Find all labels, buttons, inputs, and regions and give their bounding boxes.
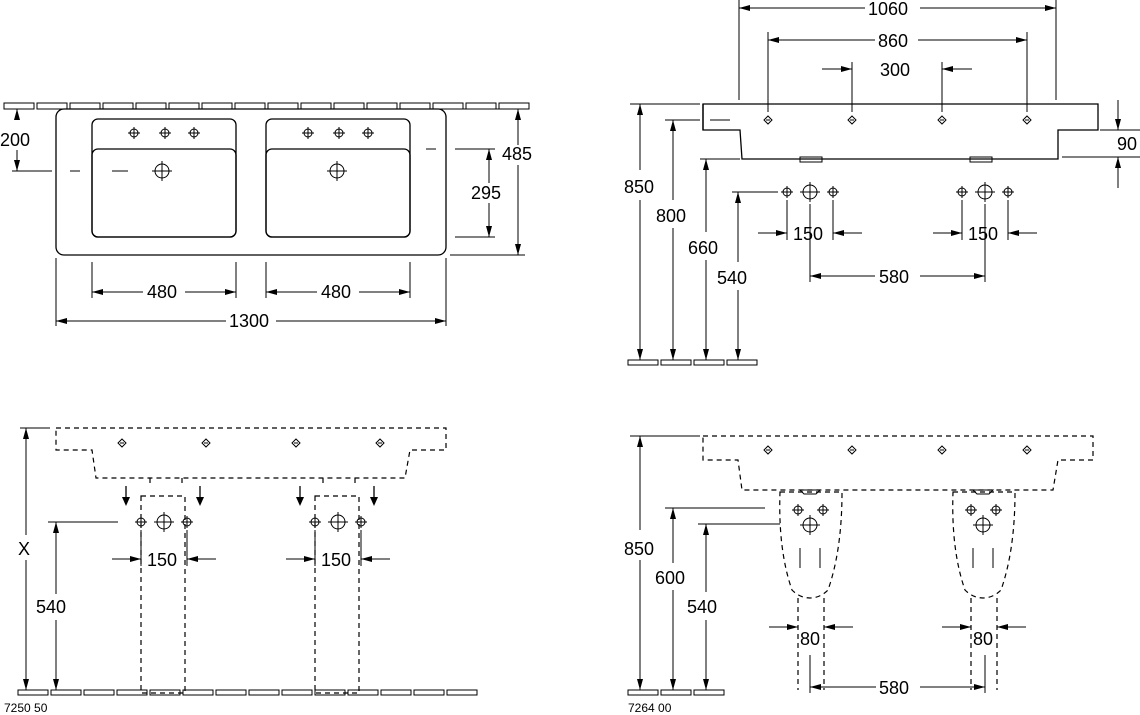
dim-80-left: 80 bbox=[800, 629, 820, 649]
right-bowl bbox=[265, 148, 411, 238]
tap-hole-icon bbox=[158, 126, 172, 140]
basin-outline bbox=[55, 108, 447, 256]
dim-800: 800 bbox=[656, 206, 686, 226]
dim-580: 580 bbox=[879, 678, 909, 698]
tap-hole-icon bbox=[1022, 445, 1032, 455]
tap-hole-icon bbox=[847, 445, 857, 455]
tap-hole-icon bbox=[361, 126, 375, 140]
tap-hole-icon bbox=[826, 185, 840, 199]
installation-variant-7250-50: X 540 150 150 7250 50 bbox=[4, 427, 478, 715]
dim-150-left: 150 bbox=[793, 224, 823, 244]
dim-480-right: 480 bbox=[321, 282, 351, 302]
pedestal-left bbox=[140, 495, 186, 694]
tap-hole-icon bbox=[201, 438, 211, 448]
arrow-down-icon bbox=[122, 486, 378, 506]
tap-hole-icon bbox=[127, 126, 141, 140]
dim-540: 540 bbox=[687, 597, 717, 617]
tap-hole-icon bbox=[153, 511, 175, 533]
tap-hole-icon bbox=[847, 115, 857, 125]
dim-540: 540 bbox=[717, 268, 747, 288]
product-code: 7264 00 bbox=[628, 701, 672, 715]
dim-660: 660 bbox=[688, 238, 718, 258]
tap-hole-icon bbox=[763, 115, 773, 125]
tap-hole-icon bbox=[1001, 185, 1015, 199]
pedestal-right bbox=[314, 495, 360, 694]
dim-80-right: 80 bbox=[973, 629, 993, 649]
tap-hole-icon bbox=[327, 511, 349, 533]
tap-hole-icon bbox=[1022, 115, 1032, 125]
product-code: 7250 50 bbox=[4, 701, 48, 715]
basin-dashed-outline bbox=[702, 435, 1094, 491]
left-bowl bbox=[91, 148, 237, 238]
dim-150-right: 150 bbox=[968, 224, 998, 244]
dim-850: 850 bbox=[624, 177, 654, 197]
dim-485: 485 bbox=[502, 144, 532, 164]
tap-hole-icon bbox=[354, 515, 368, 529]
tap-hole-icon bbox=[117, 438, 127, 448]
tap-hole-icon bbox=[375, 438, 385, 448]
dim-300: 300 bbox=[880, 60, 910, 80]
tap-hole-icon bbox=[799, 181, 821, 203]
tap-hole-icon bbox=[799, 514, 821, 536]
tap-hole-icon bbox=[964, 503, 978, 517]
dim-860: 860 bbox=[878, 31, 908, 51]
drain-icon bbox=[326, 160, 348, 182]
basin-front bbox=[702, 103, 1099, 160]
dim-850: 850 bbox=[624, 539, 654, 559]
dim-150-left: 150 bbox=[147, 550, 177, 570]
tap-hole-icon bbox=[974, 181, 996, 203]
installation-variant-7264-00: 850 600 540 80 80 580 726 bbox=[624, 435, 1094, 715]
tap-hole-icon bbox=[187, 126, 201, 140]
tap-hole-icon bbox=[972, 514, 994, 536]
dim-540: 540 bbox=[36, 597, 66, 617]
dim-295: 295 bbox=[471, 183, 501, 203]
plan-view: 200 485 295 480 480 bbox=[0, 102, 532, 331]
pedestal-right bbox=[952, 491, 1016, 599]
tap-hole-icon bbox=[180, 515, 194, 529]
dim-200: 200 bbox=[0, 130, 30, 150]
wall-tiles bbox=[3, 102, 530, 110]
basin-dashed-outline bbox=[55, 427, 447, 479]
dim-580: 580 bbox=[879, 267, 909, 287]
tap-hole-icon bbox=[989, 503, 1003, 517]
dim-x: X bbox=[18, 539, 30, 559]
dim-1060: 1060 bbox=[868, 0, 908, 19]
tap-hole-icon bbox=[937, 115, 947, 125]
front-elevation: 1060 860 300 90 850 bbox=[624, 0, 1140, 366]
tap-hole-icon bbox=[301, 126, 315, 140]
drain-icon bbox=[151, 160, 173, 182]
dim-600: 600 bbox=[655, 568, 685, 588]
tap-hole-icon bbox=[134, 515, 148, 529]
tap-hole-icon bbox=[332, 126, 346, 140]
tap-hole-icon bbox=[816, 503, 830, 517]
tap-hole-icon bbox=[937, 445, 947, 455]
tap-hole-icon bbox=[291, 438, 301, 448]
tap-hole-icon bbox=[780, 185, 794, 199]
dim-150-right: 150 bbox=[321, 550, 351, 570]
pedestal-left bbox=[779, 491, 843, 599]
tap-hole-icon bbox=[763, 445, 773, 455]
tap-hole-icon bbox=[308, 515, 322, 529]
dim-1300: 1300 bbox=[229, 311, 269, 331]
tap-hole-icon bbox=[791, 503, 805, 517]
dim-480-left: 480 bbox=[147, 282, 177, 302]
tap-hole-icon bbox=[955, 185, 969, 199]
dim-90: 90 bbox=[1117, 134, 1137, 154]
